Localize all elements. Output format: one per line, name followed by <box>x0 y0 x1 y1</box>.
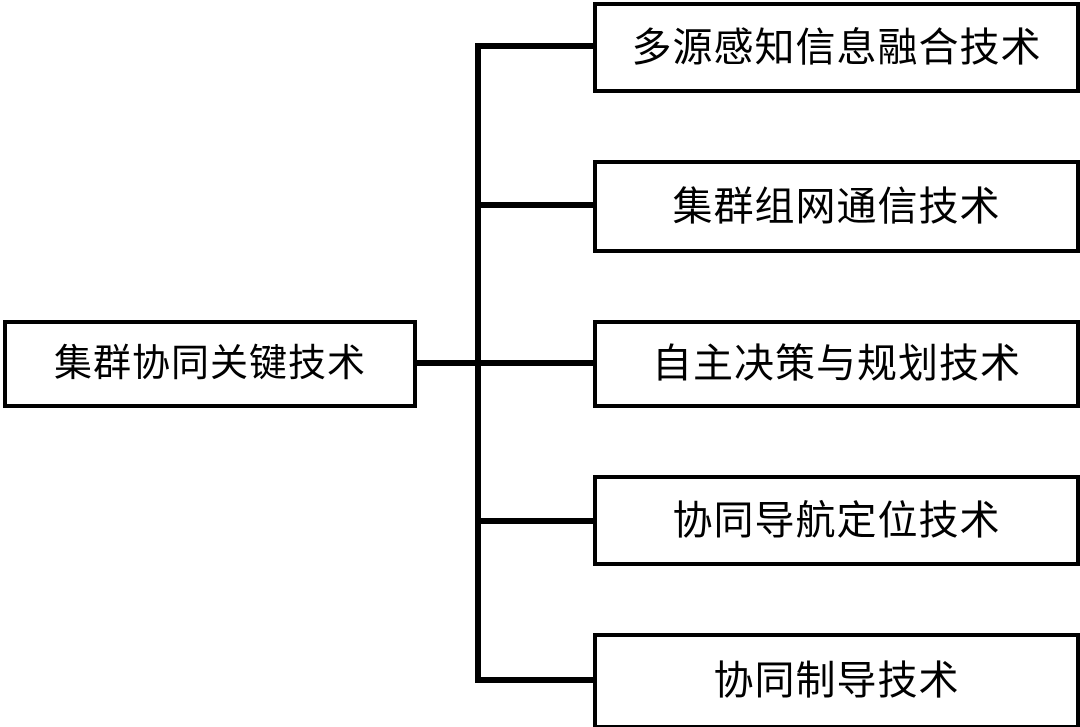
child-node-cooperative-guidance[interactable]: 协同制导技术 <box>593 633 1080 727</box>
root-node[interactable]: 集群协同关键技术 <box>3 320 417 408</box>
child-node-multi-source-fusion[interactable]: 多源感知信息融合技术 <box>593 2 1080 93</box>
child-node-label: 多源感知信息融合技术 <box>631 24 1042 71</box>
child-node-label: 自主决策与规划技术 <box>652 341 1021 387</box>
child-node-label: 协同导航定位技术 <box>672 497 1001 544</box>
child-node-cluster-networking[interactable]: 集群组网通信技术 <box>593 160 1080 253</box>
child-node-autonomous-decision[interactable]: 自主决策与规划技术 <box>593 320 1080 408</box>
child-node-label: 协同制导技术 <box>713 658 960 704</box>
root-node-label: 集群协同关键技术 <box>53 341 366 386</box>
child-node-label: 集群组网通信技术 <box>672 183 1001 230</box>
child-node-cooperative-navigation[interactable]: 协同导航定位技术 <box>593 475 1080 566</box>
